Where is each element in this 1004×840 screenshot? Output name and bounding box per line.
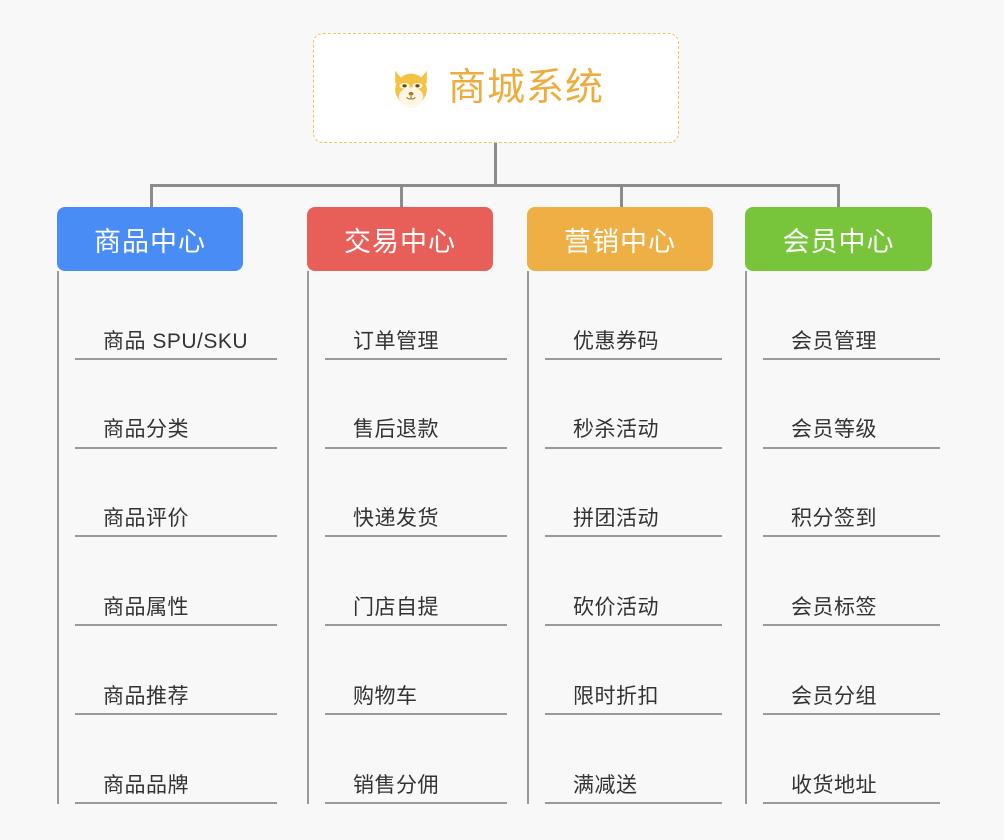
leaf-label: 会员管理 bbox=[791, 329, 877, 353]
leaf-label: 商品分类 bbox=[103, 418, 189, 442]
leaf-label: 商品品牌 bbox=[103, 773, 189, 797]
list-item[interactable]: 积分签到 bbox=[763, 449, 940, 538]
leaf-list-product-center: 商品 SPU/SKU 商品分类 商品评价 商品属性 商品推荐 商品品牌 bbox=[57, 271, 277, 804]
list-item[interactable]: 拼团活动 bbox=[545, 449, 722, 538]
leaf-list-marketing-center: 优惠券码 秒杀活动 拼团活动 砍价活动 限时折扣 满减送 bbox=[527, 271, 722, 804]
leaf-label: 拼团活动 bbox=[573, 507, 659, 531]
list-item[interactable]: 满减送 bbox=[545, 715, 722, 804]
category-header-member-center[interactable]: 会员中心 bbox=[745, 207, 932, 271]
category-label: 营销中心 bbox=[564, 226, 676, 257]
leaf-label: 销售分佣 bbox=[353, 773, 439, 797]
leaf-label: 秒杀活动 bbox=[573, 418, 659, 442]
list-item[interactable]: 商品评价 bbox=[75, 449, 277, 538]
leaf-list-member-center: 会员管理 会员等级 积分签到 会员标签 会员分组 收货地址 bbox=[745, 271, 940, 804]
leaf-label: 商品属性 bbox=[103, 596, 189, 619]
root-title: 商城系统 bbox=[447, 67, 604, 109]
category-label: 交易中心 bbox=[344, 226, 456, 257]
leaf-label: 商品 SPU/SKU bbox=[103, 329, 249, 353]
leaf-label: 积分签到 bbox=[791, 507, 877, 531]
list-item[interactable]: 限时折扣 bbox=[545, 626, 722, 715]
branch-member-center: 会员中心 会员管理 会员等级 积分签到 会员标签 会员分组 收货地址 bbox=[745, 207, 940, 804]
category-label: 会员中心 bbox=[782, 226, 895, 257]
leaf-label: 会员标签 bbox=[791, 596, 877, 619]
leaf-label: 满减送 bbox=[573, 773, 638, 797]
list-item[interactable]: 会员管理 bbox=[763, 271, 940, 360]
connector-drop-marketing-center bbox=[620, 184, 623, 207]
list-item[interactable]: 销售分佣 bbox=[325, 715, 507, 804]
list-item[interactable]: 订单管理 bbox=[325, 271, 507, 360]
category-header-product-center[interactable]: 商品中心 bbox=[57, 207, 243, 271]
leaf-label: 门店自提 bbox=[353, 596, 439, 619]
connector-drop-trade-center bbox=[400, 184, 403, 207]
list-item[interactable]: 售后退款 bbox=[325, 360, 507, 449]
leaf-label: 限时折扣 bbox=[573, 684, 659, 708]
connector-drop-product-center bbox=[150, 184, 153, 207]
leaf-label: 商品推荐 bbox=[103, 684, 189, 708]
leaf-label: 砍价活动 bbox=[573, 596, 659, 619]
list-item[interactable]: 商品属性 bbox=[75, 537, 277, 627]
list-item[interactable]: 会员分组 bbox=[763, 626, 940, 715]
list-item[interactable]: 秒杀活动 bbox=[545, 360, 722, 449]
connector-root-stem bbox=[494, 143, 497, 184]
list-item[interactable]: 购物车 bbox=[325, 626, 507, 715]
list-item[interactable]: 门店自提 bbox=[325, 537, 507, 627]
leaf-label: 优惠券码 bbox=[573, 329, 659, 353]
branch-marketing-center: 营销中心 优惠券码 秒杀活动 拼团活动 砍价活动 限时折扣 满减送 bbox=[527, 207, 722, 804]
leaf-label: 会员等级 bbox=[791, 418, 877, 442]
shiba-dog-emoji bbox=[395, 70, 427, 109]
branch-trade-center: 交易中心 订单管理 售后退款 快递发货 门店自提 购物车 销售分佣 bbox=[307, 207, 507, 804]
list-item[interactable]: 收货地址 bbox=[763, 715, 940, 804]
list-item[interactable]: 商品 SPU/SKU bbox=[75, 271, 277, 360]
connector-horizontal-bus bbox=[150, 184, 840, 187]
branch-product-center: 商品中心 商品 SPU/SKU 商品分类 商品评价 商品属性 商品推荐 商品品牌 bbox=[57, 207, 277, 804]
list-item[interactable]: 快递发货 bbox=[325, 449, 507, 538]
list-item[interactable]: 商品推荐 bbox=[75, 626, 277, 715]
list-item[interactable]: 会员等级 bbox=[763, 360, 940, 449]
leaf-label: 收货地址 bbox=[791, 773, 877, 797]
root-node[interactable]: 商城系统 bbox=[313, 33, 679, 143]
leaf-label: 订单管理 bbox=[353, 329, 439, 353]
category-label: 商品中心 bbox=[94, 226, 206, 257]
list-item[interactable]: 会员标签 bbox=[763, 537, 940, 627]
leaf-list-trade-center: 订单管理 售后退款 快递发货 门店自提 购物车 销售分佣 bbox=[307, 271, 507, 804]
list-item[interactable]: 商品品牌 bbox=[75, 715, 277, 804]
list-item[interactable]: 砍价活动 bbox=[545, 537, 722, 627]
category-header-trade-center[interactable]: 交易中心 bbox=[307, 207, 493, 271]
connector-drop-member-center bbox=[837, 184, 840, 207]
leaf-label: 购物车 bbox=[353, 684, 418, 708]
leaf-label: 会员分组 bbox=[791, 684, 877, 708]
leaf-label: 售后退款 bbox=[353, 418, 439, 442]
list-item[interactable]: 优惠券码 bbox=[545, 271, 722, 360]
leaf-label: 商品评价 bbox=[103, 507, 189, 531]
list-item[interactable]: 商品分类 bbox=[75, 360, 277, 449]
leaf-label: 快递发货 bbox=[353, 507, 439, 531]
category-header-marketing-center[interactable]: 营销中心 bbox=[527, 207, 713, 271]
